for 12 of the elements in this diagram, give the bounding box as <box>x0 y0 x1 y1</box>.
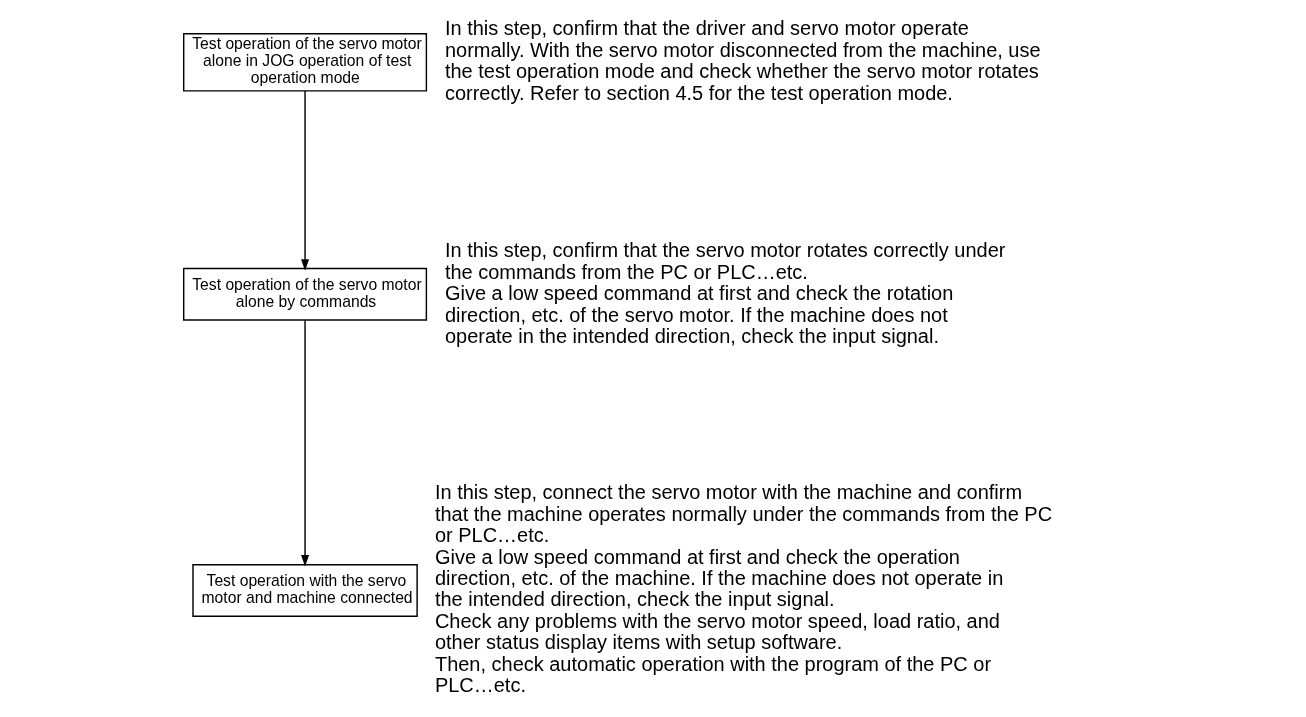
node-box: Test operation of the servo motor alone in JOG operation of test operation mode <box>183 33 428 92</box>
node-label: Then, check automatic operation with the program of the PC or PLC…etc. <box>434 652 992 697</box>
node-box: Test operation of the servo motor alone by commands <box>183 267 428 321</box>
node-label: In this step, connect the servo motor with the machine and confirm that the machine operates normally under the commands from the PC or PLC…etc. <box>434 481 1053 547</box>
node-label: Check any problems with the servo motor speed, load ratio, and other status display items with setup software. <box>434 609 1000 654</box>
node-label: Give a low speed command at first and check the rotation direction, etc. of the servo motor. If the machine does not operate in the intended direction, check the input signal. <box>444 282 954 348</box>
node-label: In this step, confirm that the servo motor rotates correctly under the commands from the PC or PLC…etc. <box>444 239 1006 283</box>
node-label: In this step, confirm that the driver and servo motor operate normally. With the servo motor disconnected from the machine, use the test operation mode and check whether the servo motor rotates correctly. Refer to section 4.5 for the test operation mode. <box>444 17 1041 104</box>
node-box: Test operation with the servo motor and machine connected <box>192 564 418 617</box>
arrow <box>301 90 310 271</box>
arrow <box>301 319 310 567</box>
node-label: Give a low speed command at first and check the operation direction, etc. of the machine. If the machine does not operate in the intended direction, check the input signal. <box>434 545 1004 611</box>
